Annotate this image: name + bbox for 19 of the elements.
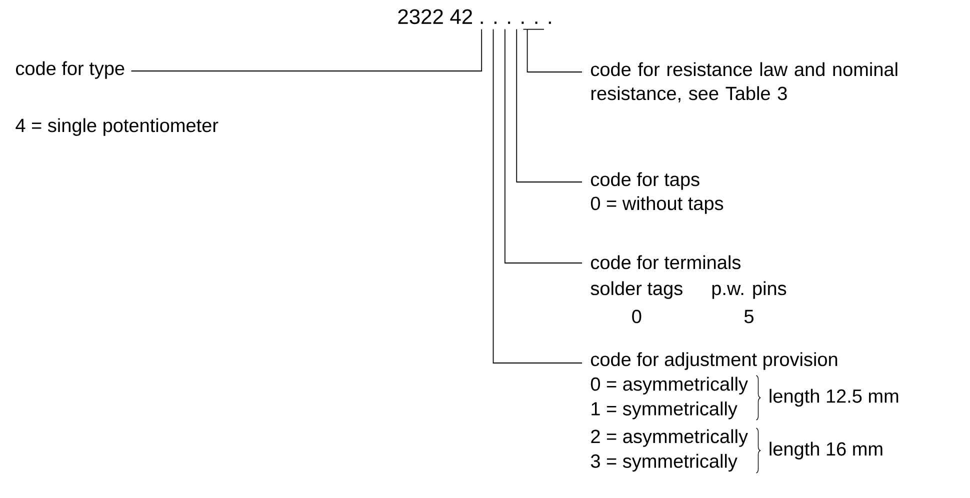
description-text: 0 = asymmetrically 1 = symmetrically 2 = asymmetrically 3 = symmetrically (590, 376, 748, 472)
leader-line (522, 28, 582, 72)
description-text: code for adjustment provision (591, 352, 838, 370)
description-text: code for resistance law and nominal resistance, see Table 3 (591, 62, 898, 102)
description-text: code for taps 0 = without taps (590, 172, 724, 214)
node-label: 2 = asymmetrically (591, 429, 748, 447)
description-text: length 12.5 mm (770, 388, 898, 407)
leader-line (504, 28, 582, 264)
node-label: 3 = symmetrically (590, 454, 738, 472)
node-label: 1 = symmetrically (592, 402, 738, 420)
description-text: 4 = single potentiometer (16, 118, 218, 136)
description-text: length 16 mm (770, 442, 882, 460)
leader-line (492, 28, 582, 364)
node-label: 0 = asymmetrically (590, 376, 748, 395)
leader-line (130, 28, 482, 72)
leader-line (516, 28, 582, 182)
code-number: 2322 42 . . . . . . (398, 9, 551, 24)
description-text: code for terminals solder tags p.w. pins 0 5 (590, 255, 786, 324)
description-text: code for type (16, 61, 124, 79)
